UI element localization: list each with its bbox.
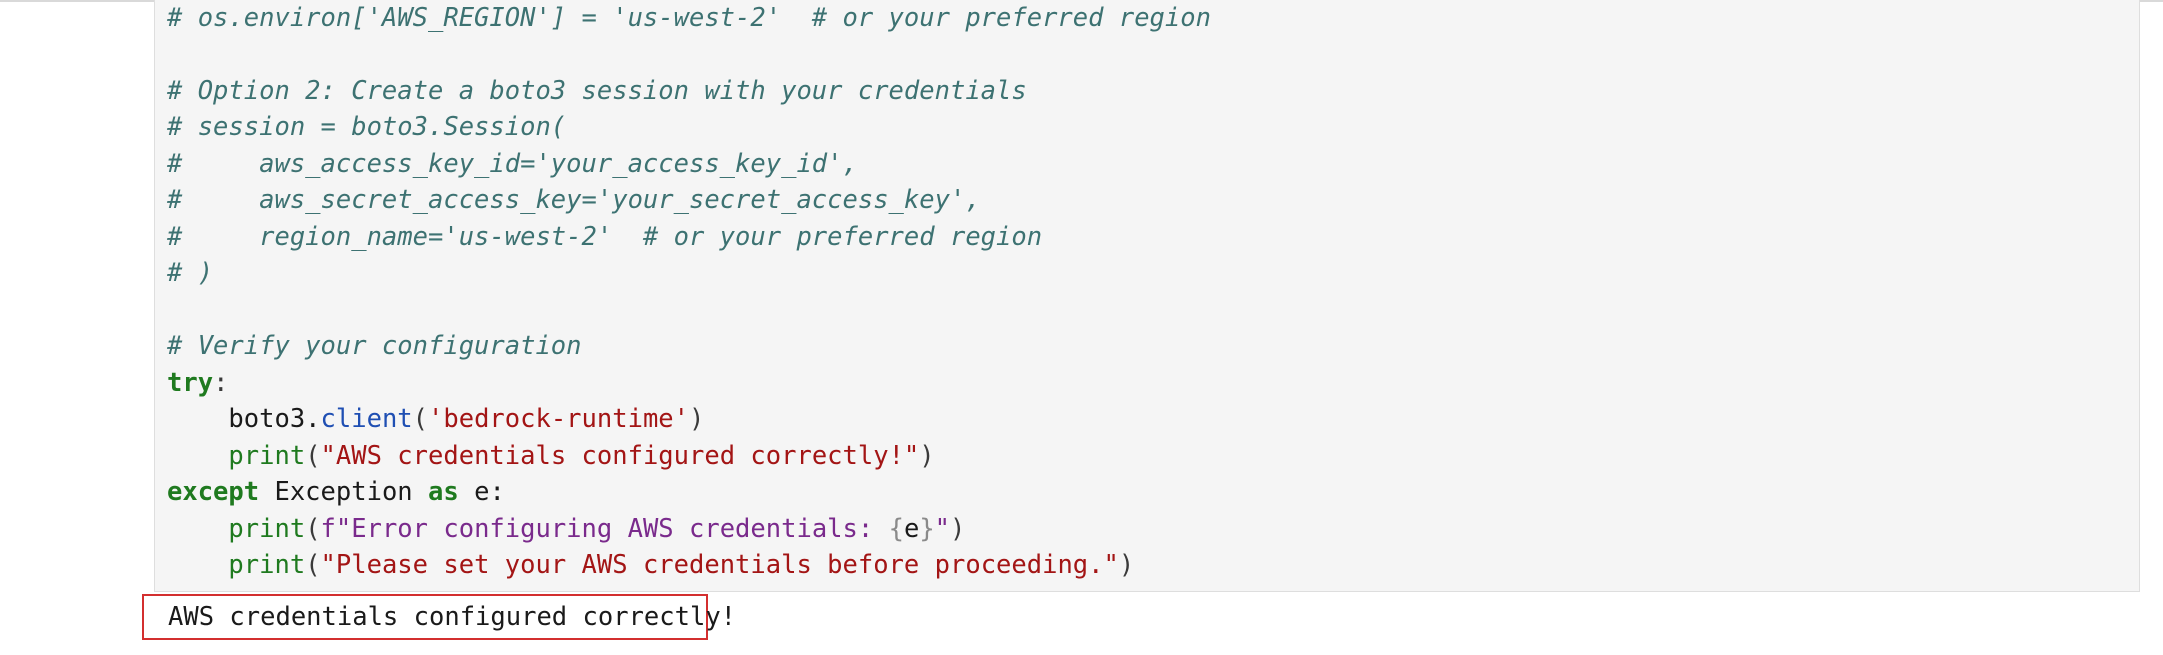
code-line: # aws_access_key_id='your_access_key_id'… — [167, 146, 1211, 183]
code-line: # aws_secret_access_key='your_secret_acc… — [167, 182, 1211, 219]
code-line: # ) — [167, 255, 1211, 292]
code-token: 'bedrock-runtime' — [428, 404, 690, 434]
code-token: print — [228, 513, 306, 544]
code-token: # Option 2: Create a boto3 session with … — [167, 75, 1027, 106]
code-token: ( — [305, 513, 321, 544]
code-token: ( — [412, 404, 429, 434]
cell-output: AWS credentials configured correctly! — [142, 594, 736, 640]
code-token: "Please set your AWS credentials before … — [320, 550, 1119, 580]
code-token — [167, 441, 228, 471]
code-token: # session = boto3.Session( — [167, 112, 567, 142]
code-lines: # os.environ['AWS_REGION'] = 'us-west-2'… — [167, 0, 1211, 584]
code-line: print("AWS credentials configured correc… — [167, 438, 1211, 475]
code-token: Exception — [259, 477, 429, 507]
code-token: # ) — [167, 258, 214, 288]
code-line: except Exception as e: — [167, 474, 1211, 511]
code-token: { — [888, 513, 904, 544]
code-line: # Verify your configuration — [167, 328, 1211, 365]
code-token: try — [167, 367, 214, 398]
code-token: except — [167, 477, 260, 507]
code-token: } — [919, 513, 935, 544]
code-line: print(f"Error configuring AWS credential… — [167, 511, 1211, 548]
code-line — [167, 292, 1211, 329]
code-cell[interactable]: # os.environ['AWS_REGION'] = 'us-west-2'… — [154, 0, 2140, 592]
code-token: : — [213, 367, 229, 398]
code-token: as — [428, 477, 459, 507]
code-token: # aws_access_key_id='your_access_key_id'… — [167, 148, 858, 179]
code-token: e — [903, 513, 920, 544]
code-token: ) — [919, 440, 935, 471]
code-token: ( — [305, 550, 321, 580]
code-token — [167, 550, 228, 580]
code-line: # os.environ['AWS_REGION'] = 'us-west-2'… — [167, 0, 1211, 36]
code-line — [167, 36, 1211, 73]
code-token: "AWS credentials configured correctly!" — [320, 440, 920, 471]
code-line: # region_name='us-west-2' # or your pref… — [167, 219, 1211, 256]
code-token: ( — [305, 440, 321, 471]
code-token: # region_name='us-west-2' # or your pref… — [167, 221, 1043, 252]
code-line: print("Please set your AWS credentials b… — [167, 547, 1211, 584]
code-token: e: — [458, 477, 505, 507]
code-token: " — [934, 513, 951, 544]
code-token: client — [320, 404, 413, 434]
code-token: ) — [689, 404, 705, 434]
code-token: f"Error configuring AWS credentials: — [320, 513, 889, 544]
code-token: ) — [950, 513, 966, 544]
code-token: ) — [1118, 550, 1135, 580]
code-token: # os.environ['AWS_REGION'] = 'us-west-2'… — [167, 3, 1211, 33]
code-token: # aws_secret_access_key='your_secret_acc… — [167, 185, 981, 215]
code-token: print — [228, 550, 306, 580]
code-token: print — [228, 440, 306, 471]
code-line: # session = boto3.Session( — [167, 109, 1211, 146]
code-token: # Verify your configuration — [167, 331, 582, 361]
code-line: # Option 2: Create a boto3 session with … — [167, 73, 1211, 110]
output-text: AWS credentials configured correctly! — [168, 602, 737, 632]
code-line: try: — [167, 365, 1211, 402]
code-token: boto3. — [167, 404, 321, 434]
code-token — [167, 514, 228, 544]
code-line: boto3.client('bedrock-runtime') — [167, 401, 1211, 438]
